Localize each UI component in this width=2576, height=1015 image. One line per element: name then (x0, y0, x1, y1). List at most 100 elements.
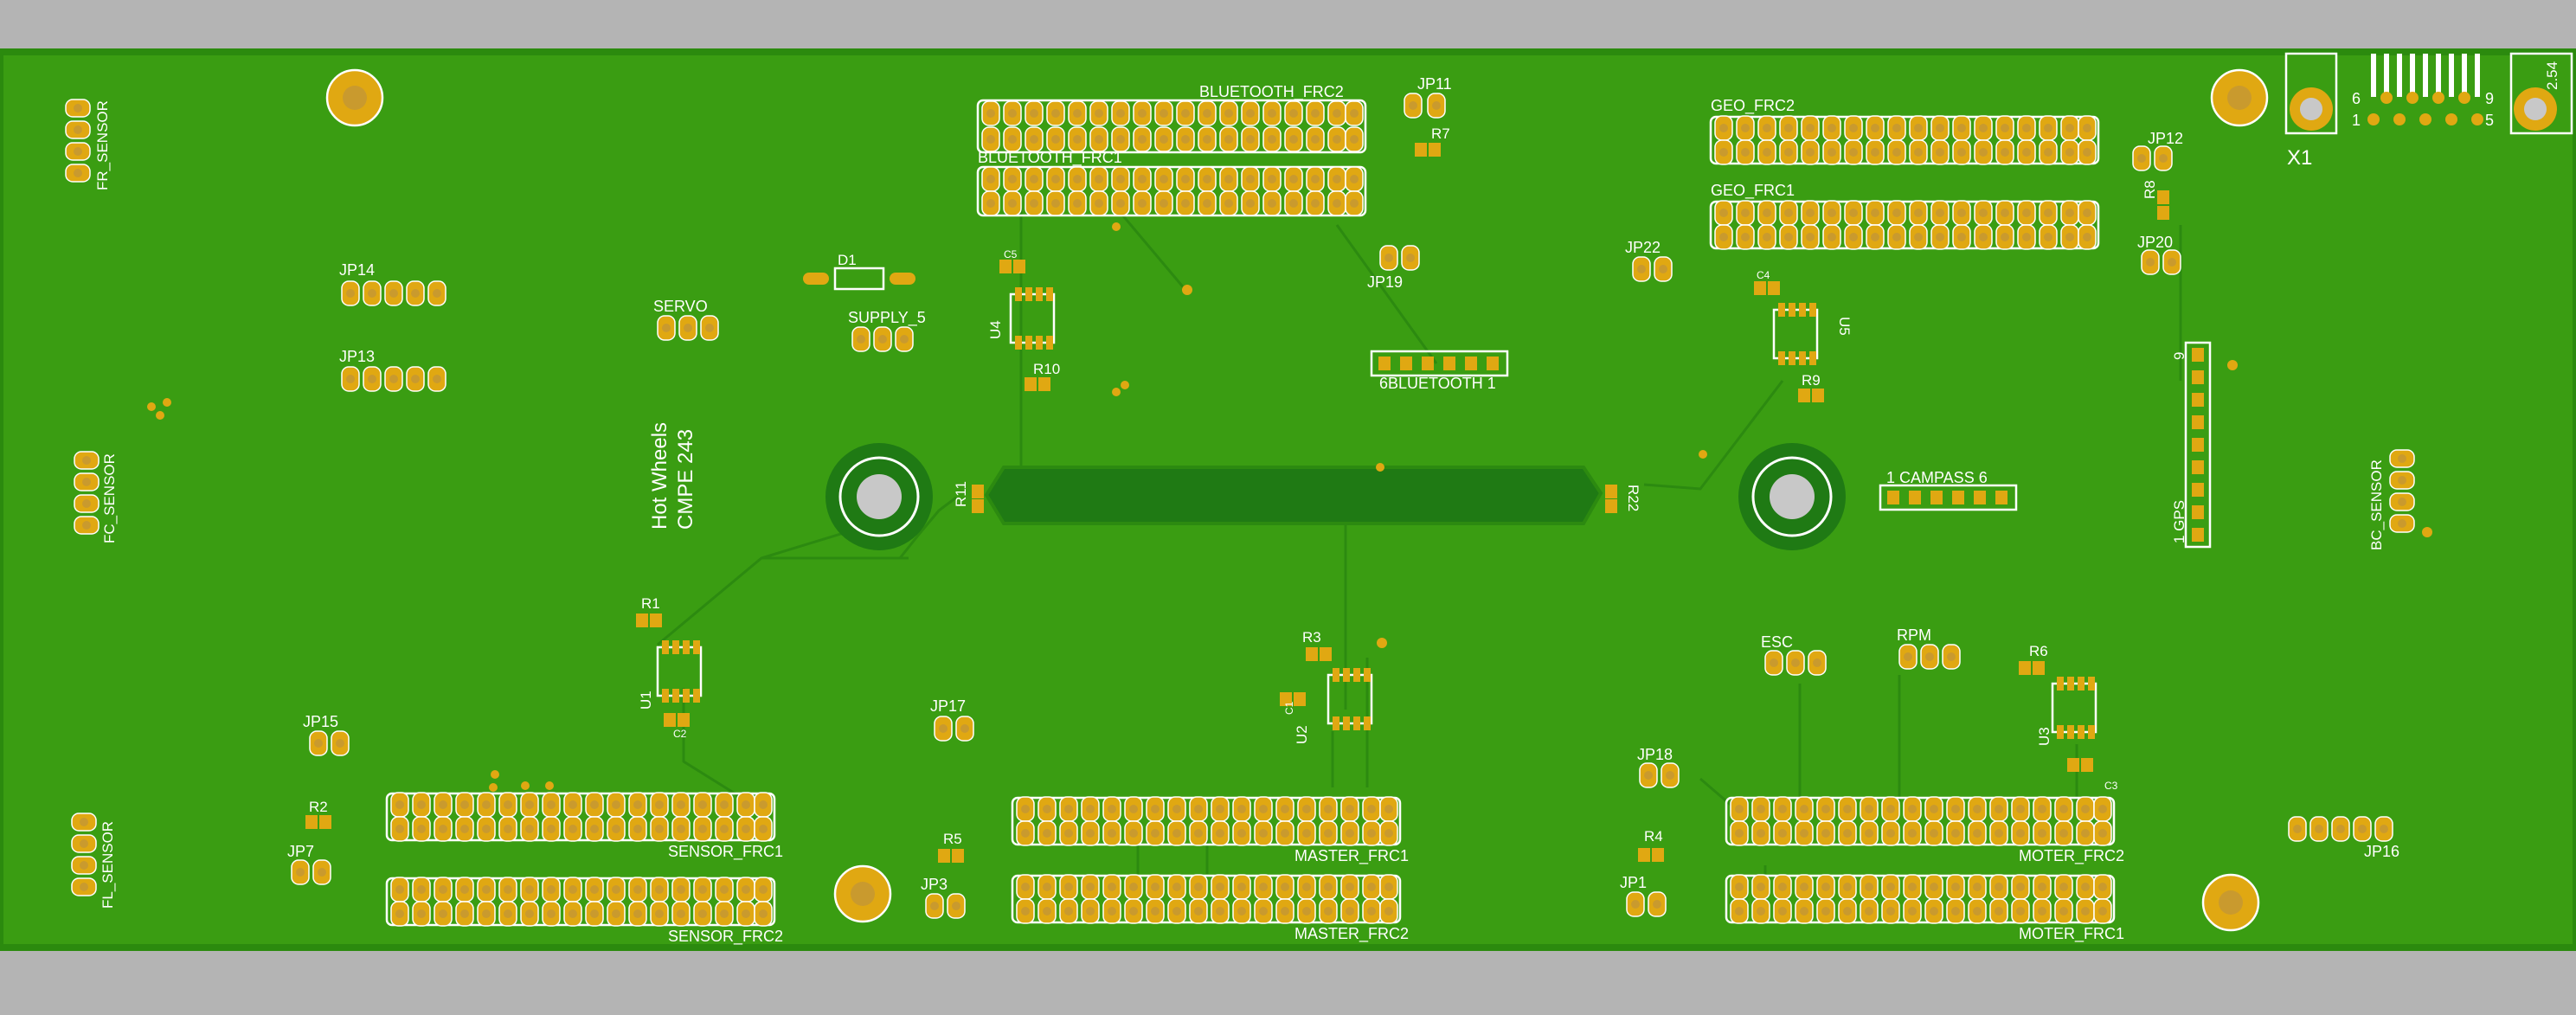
modules-campass-label-label: 1 CAMPASS 6 (1886, 469, 1988, 486)
components-c1-label: C1 (1283, 701, 1295, 715)
header-jp20: JP20 (2137, 234, 2181, 275)
diode-d1: D1 (803, 252, 915, 291)
board-title: Hot Wheels CMPE 243 (648, 422, 697, 530)
sensor-fr: FR_SENSOR (65, 99, 111, 190)
header-jp7: JP7 (287, 843, 331, 885)
connector-bluetooth-frc1: BLUETOOTH_FRC1 (976, 149, 1367, 217)
headers-jp18-label: JP18 (1637, 746, 1673, 763)
label-moter-frc2: MOTER_FRC2 (2019, 847, 2124, 865)
module-campass: 1 CAMPASS 6 (1879, 469, 2018, 511)
module-bluetooth: 6BLUETOOTH 1 (1370, 350, 1509, 392)
headers-jp22-label: JP22 (1625, 239, 1661, 256)
header-jp19: JP19 (1367, 245, 1420, 291)
components-c3-label: C3 (2104, 780, 2118, 792)
components-r7-label: R7 (1431, 125, 1450, 142)
headers-supply-5-label: SUPPLY_5 (848, 309, 926, 327)
header-esc: ESC (1761, 633, 1827, 676)
headers-jp11-label: JP11 (1417, 75, 1452, 93)
modules-pitch-label: 2.54 (2544, 61, 2560, 90)
header-jp16: JP16 (2288, 816, 2399, 860)
ic-u5: U5 (1772, 303, 1853, 365)
connector-master-frc2: MASTER_FRC2 (1011, 874, 1409, 943)
components-r10-label: R10 (1033, 361, 1060, 377)
connector-geo-frc2: GEO_FRC2 (1709, 97, 2100, 165)
components-u1-label: U1 (638, 691, 654, 710)
label-sensor-frc1: SENSOR_FRC1 (668, 843, 783, 861)
modules-gps-pin-top-label: 9 (2171, 352, 2187, 360)
label-master-frc1: MASTER_FRC1 (1294, 847, 1409, 865)
components-r6-label: R6 (2029, 643, 2048, 659)
components-u2-label: U2 (1294, 725, 1310, 744)
connector-sensor-frc2: SENSOR_FRC2 (385, 877, 783, 946)
headers-esc-label: ESC (1761, 633, 1793, 651)
header-supply-5: SUPPLY_5 (848, 309, 926, 352)
components-u3-label: U3 (2036, 727, 2052, 746)
headers-jp12-label: JP12 (2148, 130, 2183, 147)
header-jp14: JP14 (339, 261, 446, 306)
label-moter-frc1: MOTER_FRC1 (2019, 925, 2124, 943)
modules-gps-label-label: 1 GPS (2171, 500, 2187, 543)
label-geo-frc2: GEO_FRC2 (1711, 97, 1795, 115)
label-bluetooth-frc2: BLUETOOTH_FRC2 (1199, 83, 1344, 101)
label-sensor-frc2: SENSOR_FRC2 (668, 928, 783, 946)
copper-pour (984, 466, 1603, 525)
capacitors: C2 C1 C3 C4 C5 (664, 248, 2118, 792)
connector-sensor-frc1: SENSOR_FRC1 (385, 792, 783, 861)
connector-moter-frc1: MOTER_FRC1 (1725, 874, 2124, 943)
resistors: R1 R2 R3 R4 R5 R6 R7 R8 R9 R10 R11 R22 (305, 125, 2169, 863)
sensor-fl: FL_SENSOR (71, 813, 116, 909)
connector-geo-frc1: GEO_FRC1 (1709, 182, 2100, 250)
sensor-fc: FC_SENSOR (74, 451, 118, 543)
components-d1-label: D1 (838, 252, 857, 268)
sensors-bc-label: BC_SENSOR (2368, 459, 2385, 550)
components-c4-label: C4 (1757, 269, 1770, 281)
modules-x1-label: X1 (2287, 146, 2312, 170)
headers-jp16-label: JP16 (2364, 843, 2399, 860)
headers-servo-label: SERVO (653, 298, 708, 315)
connector-moter-frc2: MOTER_FRC2 (1725, 796, 2124, 865)
connector-bluetooth-frc2: BLUETOOTH_FRC2 (976, 83, 1367, 154)
label-master-frc2: MASTER_FRC2 (1294, 925, 1409, 943)
ic-u2: U2 (1294, 668, 1373, 744)
board-text-line2-label: CMPE 243 (674, 429, 697, 530)
components-r22-label: R22 (1625, 485, 1641, 511)
components-r2-label: R2 (309, 799, 328, 815)
header-jp22: JP22 (1625, 239, 1673, 282)
components-u4-label: U4 (987, 320, 1004, 339)
label-geo-frc1: GEO_FRC1 (1711, 182, 1795, 200)
header-servo: SERVO (653, 298, 719, 341)
components-r8-label: R8 (2142, 180, 2158, 199)
components-r3-label: R3 (1302, 629, 1321, 646)
headers-jp19-label: JP19 (1367, 273, 1403, 291)
mounting-holes (325, 68, 2269, 932)
sensors-fr-label: FR_SENSOR (94, 100, 111, 190)
components-r11-label: R11 (953, 481, 969, 507)
components-r1-label: R1 (641, 595, 660, 612)
modules-bluetooth-label-label: 6BLUETOOTH 1 (1379, 375, 1496, 392)
components-r5-label: R5 (943, 831, 962, 847)
header-jp15: JP15 (303, 713, 350, 756)
header-jp12: JP12 (2132, 130, 2183, 171)
headers-jp13-label: JP13 (339, 348, 375, 365)
header-jp13: JP13 (339, 348, 446, 392)
headers-jp1-label: JP1 (1620, 874, 1647, 891)
vias (147, 222, 2432, 792)
label-bluetooth-frc1: BLUETOOTH_FRC1 (978, 149, 1122, 167)
header-jp17: JP17 (930, 697, 974, 742)
ic-u3: U3 (2036, 677, 2097, 746)
headers-rpm-label: RPM (1897, 626, 1931, 644)
header-rpm: RPM (1897, 626, 1961, 670)
connector-master-frc1: MASTER_FRC1 (1011, 796, 1409, 865)
sensors-fc-label: FC_SENSOR (101, 453, 118, 543)
components-r9-label: R9 (1802, 372, 1821, 389)
modules-x1-pin6-label: 6 (2352, 90, 2361, 107)
components-c5-label: C5 (1004, 248, 1018, 260)
headers-jp14-label: JP14 (339, 261, 375, 279)
headers-jp7-label: JP7 (287, 843, 314, 860)
connector-x1: X1 6 9 1 5 2.54 (2284, 52, 2573, 170)
ic-u4: U4 (987, 287, 1056, 350)
components-u5-label: U5 (1836, 317, 1853, 336)
modules-x1-pin5-label: 5 (2485, 112, 2494, 129)
header-jp11: JP11 (1404, 75, 1452, 119)
modules-x1-pin1-label: 1 (2352, 112, 2361, 129)
